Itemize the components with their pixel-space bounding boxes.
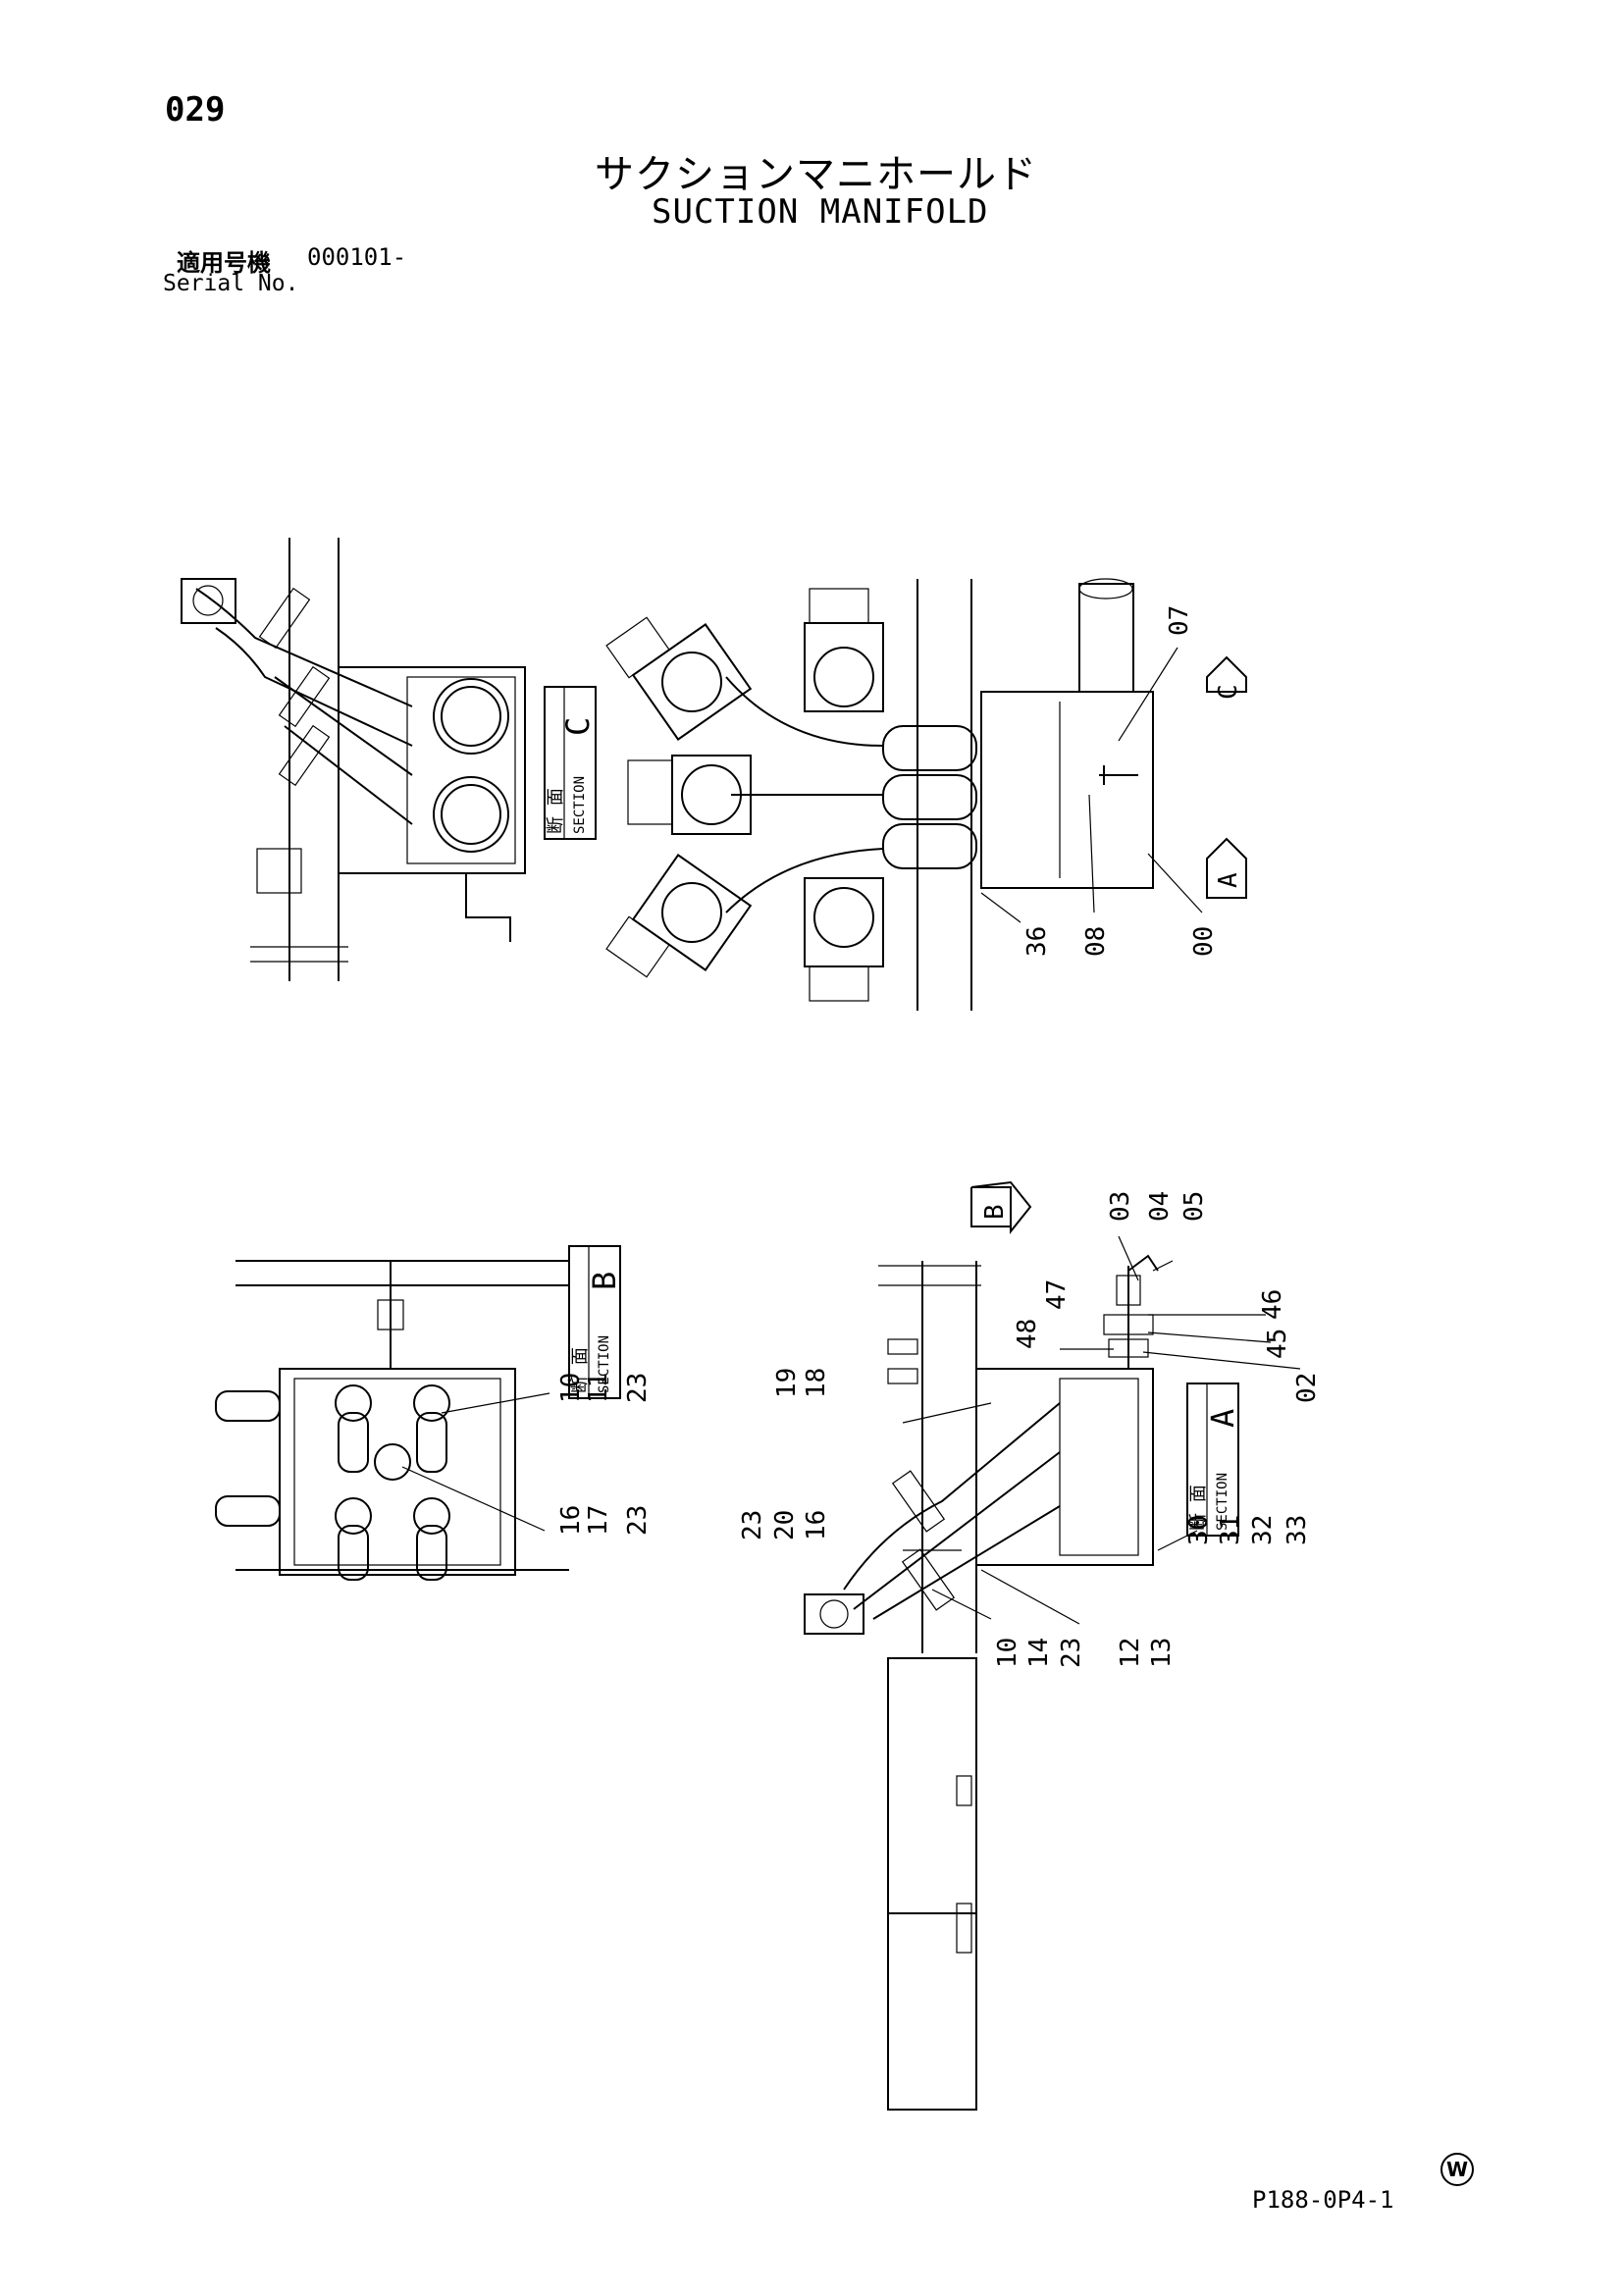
callout-13: 13 — [1147, 1638, 1177, 1668]
callout-04: 04 — [1145, 1191, 1175, 1222]
callout-45: 45 — [1263, 1329, 1292, 1359]
section-c-letter: C — [559, 717, 597, 736]
section-a-label-ja: 断 面 — [1188, 1485, 1209, 1531]
callout-18: 18 — [802, 1368, 831, 1398]
section-b-label-en: SECTION — [597, 1335, 612, 1393]
serial-number-value: 000101- — [307, 243, 407, 271]
callout-46: 46 — [1258, 1289, 1287, 1320]
section-c-view: 断 面 SECTION C — [181, 538, 597, 981]
callout-03: 03 — [1106, 1191, 1135, 1222]
section-b-label-ja: 断 面 — [570, 1347, 591, 1393]
page-title-japanese: サクションマニホールド — [595, 152, 1037, 197]
callout-a-23b: 23 — [1057, 1638, 1086, 1668]
callout-b-10: 10 — [556, 1373, 586, 1403]
view-arrow-c-letter: C — [1214, 684, 1243, 700]
callout-14: 14 — [1024, 1638, 1054, 1668]
pump-top-view: C A 07 00 08 36 — [605, 578, 1247, 1011]
callout-00: 00 — [1189, 926, 1219, 957]
page-number: 029 — [165, 90, 226, 130]
callout-a-10: 10 — [993, 1638, 1022, 1668]
callout-b-16: 16 — [556, 1505, 586, 1536]
callout-b-17: 17 — [584, 1505, 613, 1536]
callout-b-23: 23 — [623, 1373, 653, 1403]
section-c-label-en: SECTION — [572, 776, 588, 834]
serial-label-japanese: 適用号機 — [177, 249, 271, 277]
callout-b-23b: 23 — [623, 1505, 653, 1536]
callout-a-16: 16 — [802, 1510, 831, 1540]
callout-33: 33 — [1283, 1515, 1312, 1545]
callout-19: 19 — [772, 1368, 802, 1398]
document-code: P188-0P4-1 — [1252, 2186, 1394, 2214]
side-view: B 断 面 SECTION A — [738, 1180, 1322, 2111]
callout-36: 36 — [1022, 926, 1052, 957]
page-title-english: SUCTION MANIFOLD — [652, 192, 989, 232]
callout-32: 32 — [1248, 1515, 1278, 1545]
section-b-view: 断 面 SECTION B 10 11 23 16 17 23 — [215, 1245, 653, 1581]
callout-a-23: 23 — [738, 1510, 767, 1540]
section-a-letter: A — [1204, 1409, 1241, 1428]
callout-47: 47 — [1042, 1279, 1072, 1310]
section-b-letter: B — [586, 1272, 623, 1290]
section-a-label-en: SECTION — [1215, 1473, 1230, 1531]
callout-02: 02 — [1292, 1373, 1322, 1403]
callout-b-11: 11 — [584, 1373, 613, 1403]
section-c-label-ja: 断 面 — [546, 788, 566, 834]
callout-20: 20 — [770, 1510, 800, 1540]
serial-label-english: Serial No. — [163, 271, 299, 296]
callout-48: 48 — [1013, 1319, 1042, 1349]
view-arrow-a-letter: A — [1214, 872, 1243, 888]
callout-12: 12 — [1116, 1638, 1145, 1668]
callout-31: 31 — [1216, 1515, 1245, 1545]
watermark-w-icon: W — [1440, 2153, 1474, 2186]
view-arrow-b-letter: B — [980, 1204, 1010, 1220]
callout-30: 30 — [1184, 1515, 1214, 1545]
callout-07: 07 — [1165, 605, 1194, 636]
callout-08: 08 — [1081, 926, 1111, 957]
callout-05: 05 — [1179, 1191, 1209, 1222]
